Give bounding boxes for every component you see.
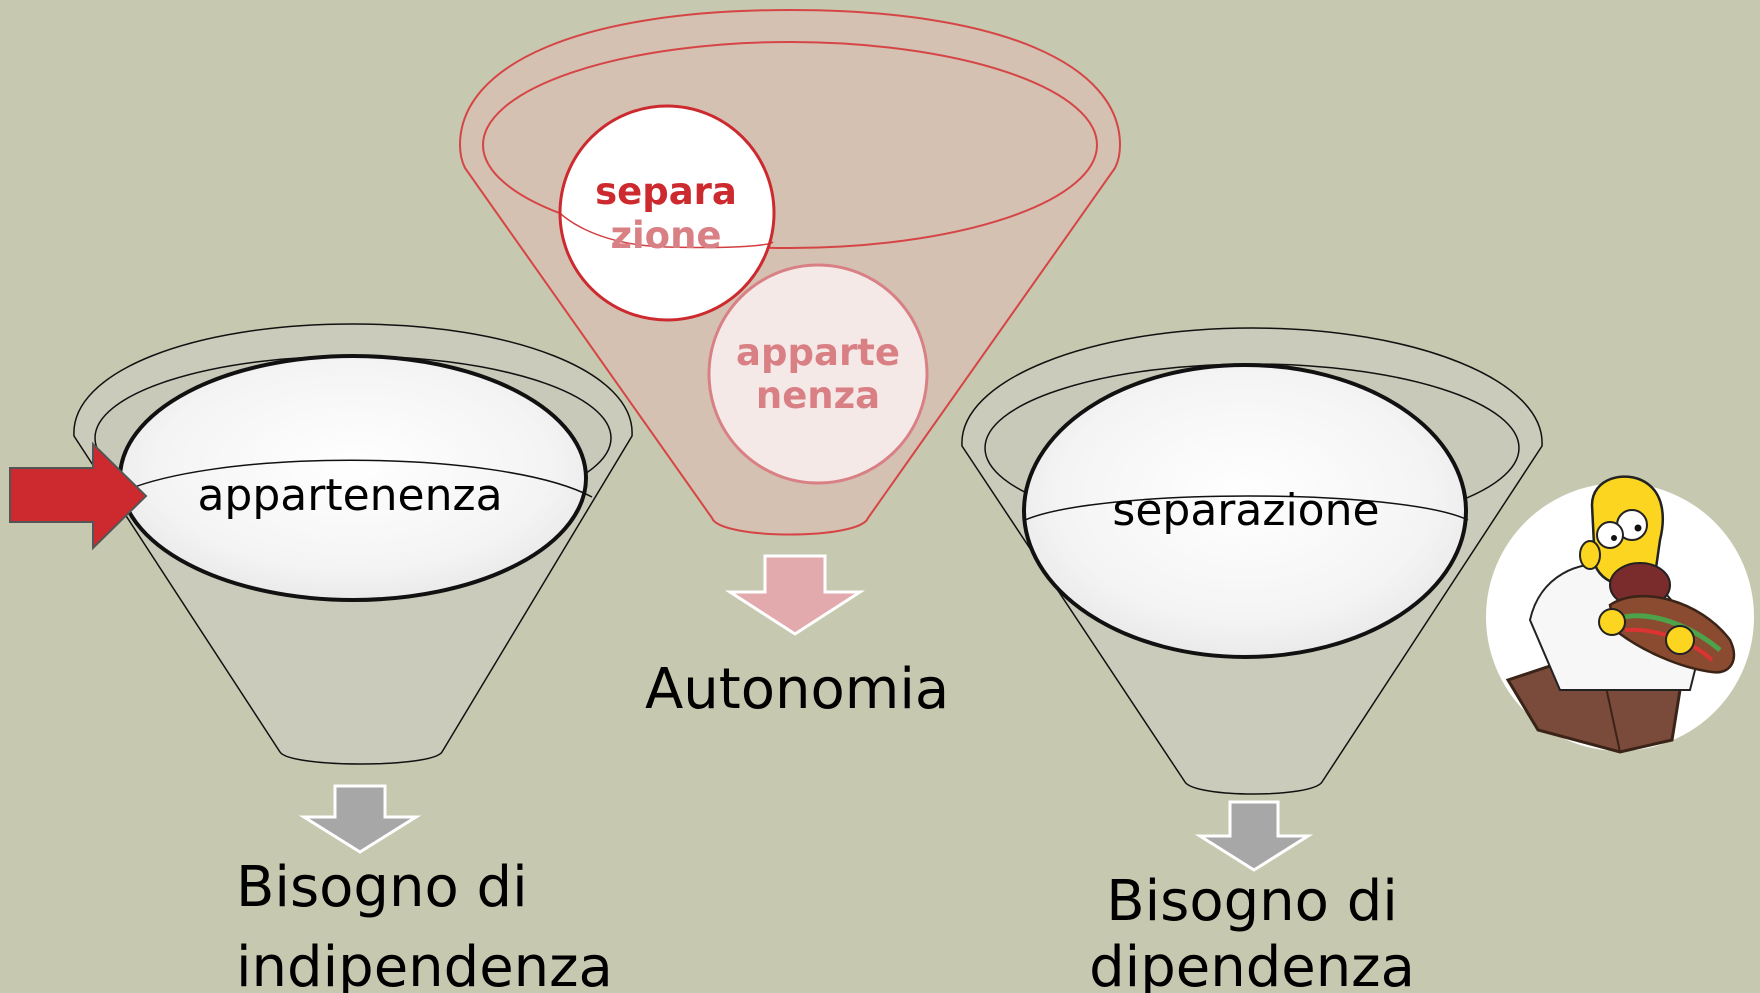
left-funnel-inner-curve xyxy=(111,459,593,498)
red-arrow-icon xyxy=(9,441,148,551)
circle1-line2: zione xyxy=(610,214,721,257)
left-result-line1: Bisogno di xyxy=(236,855,528,920)
left-result-line2: indipendenza xyxy=(236,935,613,993)
right-down-arrow-icon xyxy=(1194,800,1314,872)
center-circle-appartenenza xyxy=(707,263,929,485)
cartoon-character-eating-icon xyxy=(1486,475,1754,754)
circle-rim-overlay xyxy=(559,212,774,249)
circle1-line1: separa xyxy=(595,170,737,213)
center-down-arrow-icon xyxy=(724,554,866,636)
center-funnel-rim xyxy=(482,41,1098,249)
circle2-line2: nenza xyxy=(756,374,880,417)
right-result-line1: Bisogno di xyxy=(1106,869,1398,934)
left-funnel: appartenenza xyxy=(73,323,633,765)
right-result-line2: dipendenza xyxy=(1089,935,1415,993)
right-funnel-center xyxy=(1022,363,1468,659)
right-funnel: separazione xyxy=(961,327,1543,795)
right-funnel-inner-curve xyxy=(1024,495,1469,521)
center-funnel: separa zione apparte nenza xyxy=(458,8,1122,536)
left-funnel-label: appartenenza xyxy=(197,470,502,521)
left-down-arrow-icon xyxy=(298,784,422,854)
circle2-line1: apparte xyxy=(736,331,900,374)
center-circle-separazione xyxy=(558,104,776,322)
center-result: Autonomia xyxy=(645,657,949,722)
right-funnel-label: separazione xyxy=(1112,485,1379,536)
